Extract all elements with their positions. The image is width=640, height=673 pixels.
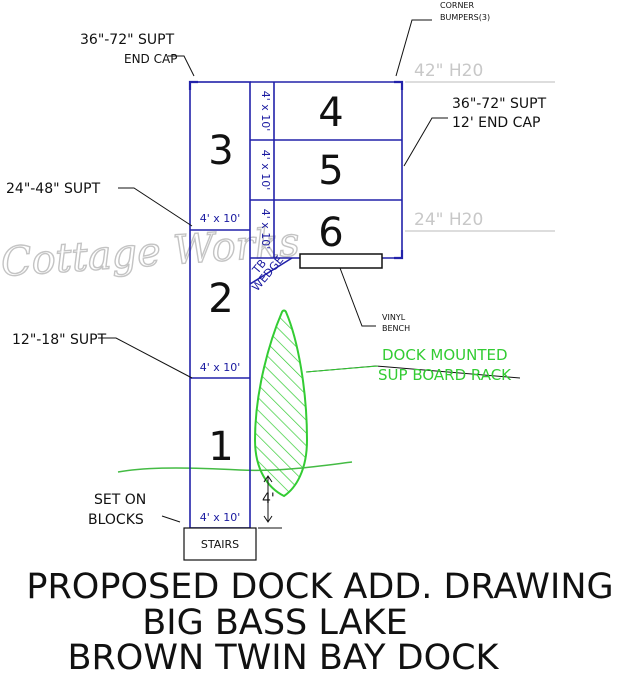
label-sup-rack: DOCK MOUNTED SUP BOARD RACK	[378, 346, 512, 384]
svg-text:CORNER: CORNER	[440, 1, 474, 10]
label-corner-bumpers: CORNER BUMPERS(3)	[440, 1, 490, 22]
label-set-on-blocks: SET ON BLOCKS	[88, 492, 146, 528]
dim-label-main-1: 4' x 10'	[200, 511, 241, 524]
dim-label-main-2: 4' x 10'	[200, 361, 241, 374]
depth-label-42: 42" H20	[414, 61, 483, 81]
depth-marker-label: 4'	[262, 491, 275, 507]
svg-text:BUMPERS(3): BUMPERS(3)	[440, 13, 490, 22]
sup-board-rack	[253, 309, 309, 498]
svg-text:VINYL: VINYL	[382, 313, 406, 322]
label-end-cap-left: 36"-72" SUPT END CAP	[80, 32, 177, 66]
title-block: PROPOSED DOCK ADD. DRAWING BIG BASS LAKE…	[26, 567, 613, 673]
section-5: 5	[318, 148, 343, 194]
label-vinyl-bench: VINYL BENCH	[382, 313, 410, 333]
label-supt-12-18: 12"-18" SUPT	[12, 332, 107, 348]
water-line	[117, 461, 353, 473]
svg-text:BENCH: BENCH	[382, 324, 410, 333]
corner-bumpers	[188, 80, 404, 260]
dim-label-main-3: 4' x 10'	[200, 212, 241, 225]
svg-text:SUP BOARD RACK: SUP BOARD RACK	[378, 366, 512, 384]
dim-label-side-6: 4' x 10'	[259, 209, 272, 250]
vinyl-bench	[299, 253, 383, 269]
svg-text:36"-72" SUPT: 36"-72" SUPT	[80, 32, 175, 48]
title-line-1: PROPOSED DOCK ADD. DRAWING	[26, 567, 613, 607]
svg-text:DOCK MOUNTED: DOCK MOUNTED	[382, 346, 508, 364]
svg-text:BLOCKS: BLOCKS	[88, 512, 144, 528]
stairs-label: STAIRS	[201, 538, 239, 551]
title-line-2: BIG BASS LAKE	[142, 603, 407, 643]
section-1: 1	[208, 424, 233, 470]
svg-text:36"-72" SUPT: 36"-72" SUPT	[452, 96, 547, 112]
section-2: 2	[208, 276, 233, 322]
rack-leader	[305, 365, 379, 373]
section-3: 3	[208, 128, 233, 174]
side-dock	[249, 81, 403, 285]
depth-label-24: 24" H20	[414, 210, 483, 230]
dim-label-side-5: 4' x 10'	[259, 150, 272, 191]
depth-marker	[258, 475, 282, 529]
label-supt-24-48: 24"-48" SUPT	[6, 181, 101, 197]
svg-text:END CAP: END CAP	[124, 52, 177, 66]
section-6: 6	[318, 210, 343, 256]
label-end-cap-right: 36"-72" SUPT 12' END CAP	[452, 96, 547, 131]
title-line-3: BROWN TWIN BAY DOCK	[67, 638, 499, 673]
watermark: Cottage Works	[0, 219, 301, 286]
svg-text:SET ON: SET ON	[94, 492, 146, 508]
stairs	[183, 527, 257, 561]
dim-label-side-4: 4' x 10'	[259, 91, 272, 132]
section-4: 4	[318, 90, 343, 136]
svg-text:12' END CAP: 12' END CAP	[452, 115, 540, 131]
